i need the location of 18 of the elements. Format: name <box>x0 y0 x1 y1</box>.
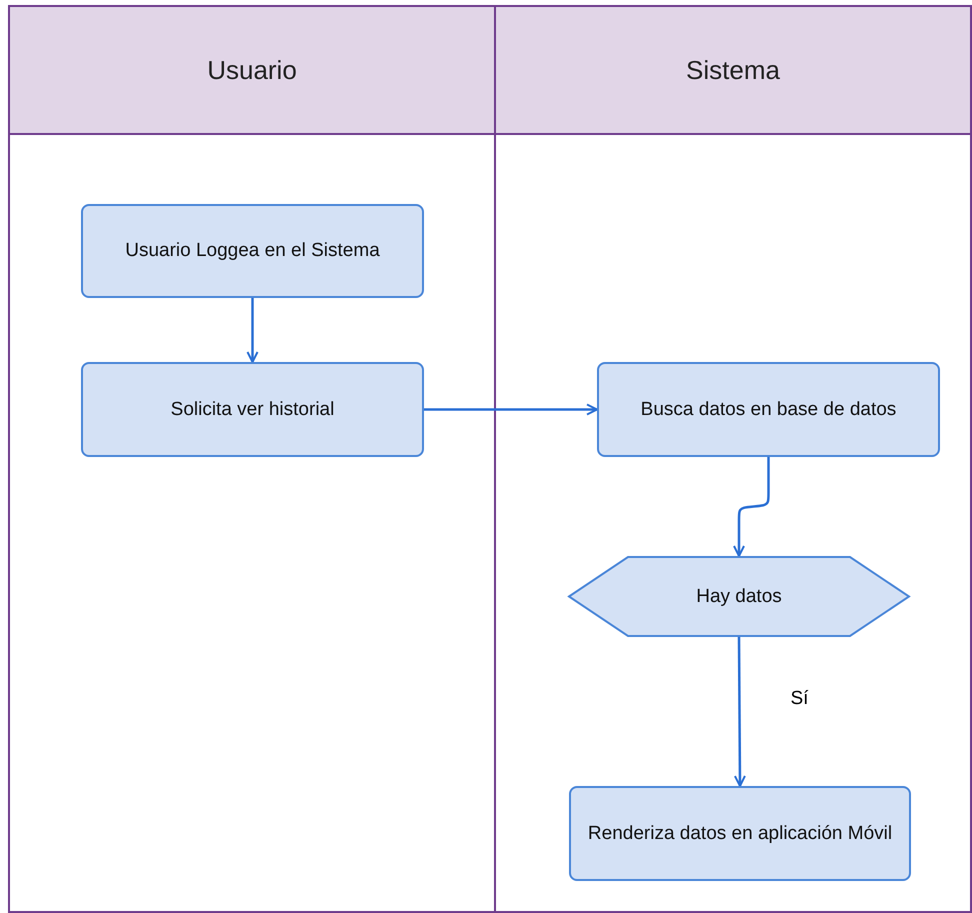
arrow <box>424 404 598 416</box>
process-box <box>81 362 424 457</box>
lane-header: Sistema <box>496 7 970 135</box>
decision-hexagon <box>568 556 910 637</box>
node-label: Busca datos en base de datos <box>640 398 896 420</box>
lane-header: Usuario <box>10 7 494 135</box>
process-box <box>569 786 911 881</box>
swimlane <box>8 5 496 913</box>
node-label: Solicita ver historial <box>170 398 334 420</box>
node-label: Usuario Loggea en el Sistema <box>125 240 380 262</box>
node-label: Renderiza datos en aplicación Móvil <box>588 822 892 844</box>
arrow <box>734 637 746 787</box>
node-label: Hay datos <box>696 586 782 608</box>
process-box <box>81 204 424 298</box>
arrow <box>733 457 770 557</box>
process-box <box>597 362 940 457</box>
arrow <box>246 298 258 363</box>
swimlane <box>494 5 972 913</box>
